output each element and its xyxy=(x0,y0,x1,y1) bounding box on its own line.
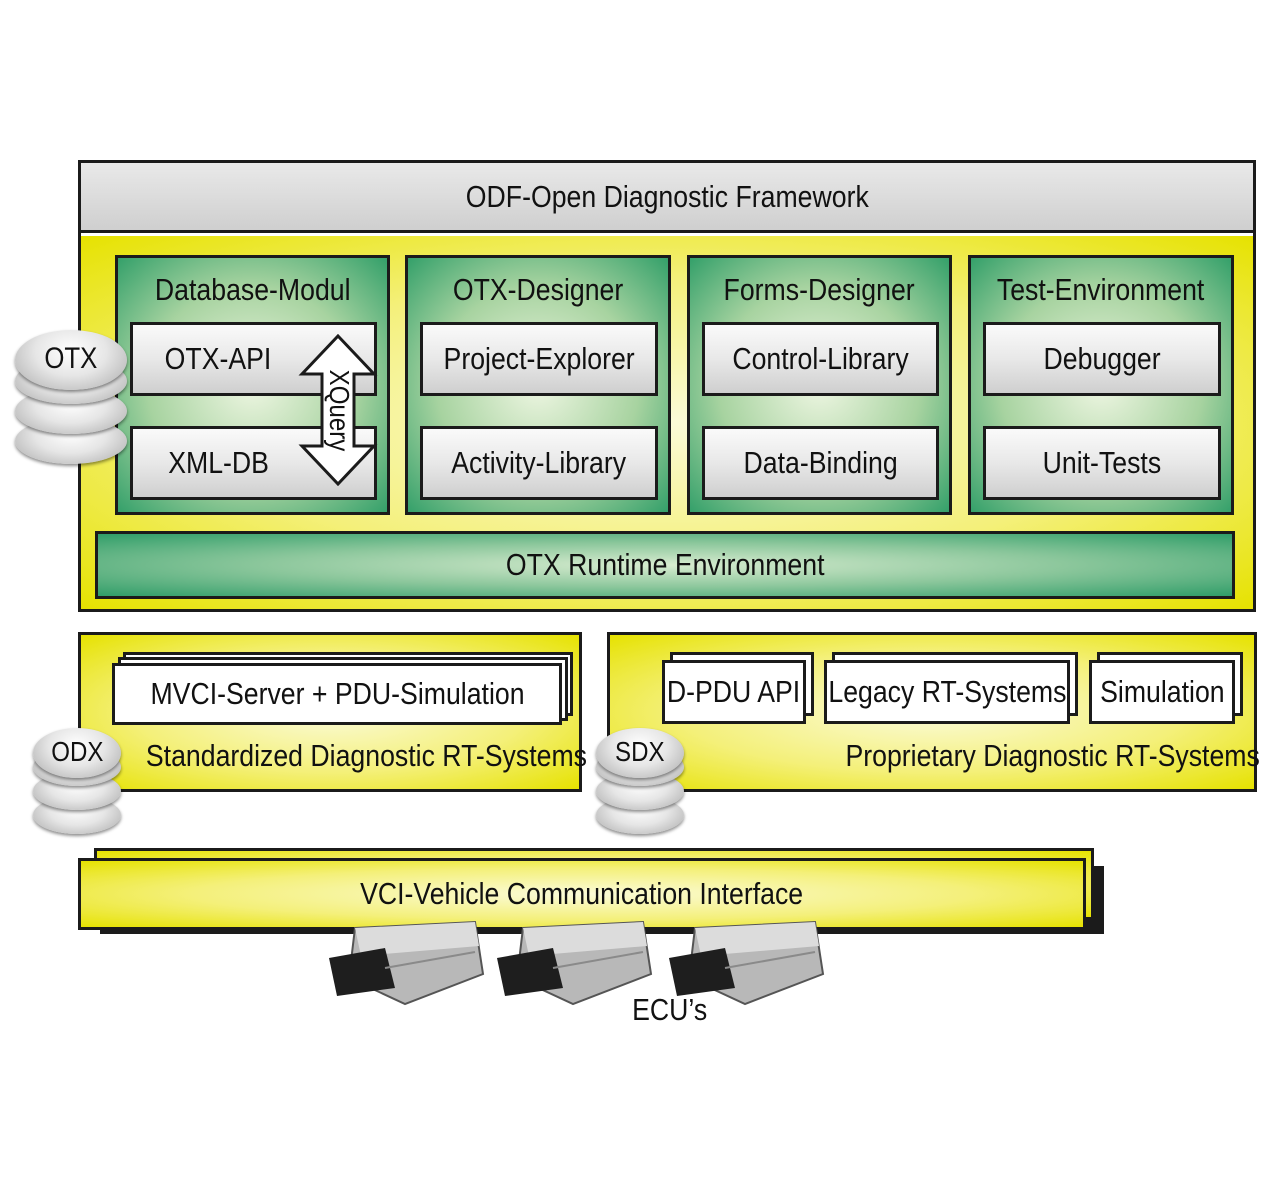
module-forms-designer: Forms-Designer Control-Library Data-Bind… xyxy=(687,255,952,515)
proprietary-label-wrap: Proprietary Diagnostic RT-Systems xyxy=(760,738,1260,774)
data-binding-box: Data-Binding xyxy=(702,426,939,500)
ecu-icon xyxy=(497,920,653,1006)
ecus-label-wrap: ECU’s xyxy=(590,992,750,1028)
proprietary-box-label: D-PDU API xyxy=(667,674,801,709)
legacy-rt-box: Legacy RT-Systems xyxy=(824,660,1070,724)
odf-header: ODF-Open Diagnostic Framework xyxy=(81,163,1253,233)
proprietary-label: Proprietary Diagnostic RT-Systems xyxy=(845,738,1260,773)
xquery-arrow-icon xyxy=(298,334,378,486)
module-database: Database-Modul OTX-API XML-DB XQuery xyxy=(115,255,390,515)
vci-label: VCI-Vehicle Communication Interface xyxy=(360,876,804,911)
module-test-environment: Test-Environment Debugger Unit-Tests xyxy=(968,255,1234,515)
sdx-database-label: SDX xyxy=(615,736,665,767)
otx-database-label: OTX xyxy=(44,342,98,375)
project-explorer-box: Project-Explorer xyxy=(420,322,658,396)
otx-database-icon: OTX xyxy=(15,330,127,470)
control-library-box: Control-Library xyxy=(702,322,939,396)
module-item: XML-DB xyxy=(168,445,269,480)
module-title: Database-Modul xyxy=(154,272,351,307)
module-item: Unit-Tests xyxy=(1042,445,1162,480)
ecus-label: ECU’s xyxy=(632,992,708,1027)
runtime-bar: OTX Runtime Environment xyxy=(95,531,1235,599)
dpdu-api-box: D-PDU API xyxy=(662,660,806,724)
proprietary-box-label: Simulation xyxy=(1099,674,1225,709)
runtime-label: OTX Runtime Environment xyxy=(505,547,825,582)
sdx-database-icon: SDX xyxy=(596,728,684,840)
proprietary-box-label: Legacy RT-Systems xyxy=(827,674,1067,709)
module-title: OTX-Designer xyxy=(452,272,624,307)
module-item: OTX-API xyxy=(165,341,272,376)
module-item: Control-Library xyxy=(732,341,909,376)
module-item: Data-Binding xyxy=(743,445,898,480)
mvci-server-box: MVCI-Server + PDU-Simulation xyxy=(112,663,562,725)
module-title: Forms-Designer xyxy=(723,272,916,307)
standardized-label: Standardized Diagnostic RT-Systems xyxy=(145,738,587,773)
simulation-box: Simulation xyxy=(1089,660,1235,724)
ecu-icon xyxy=(669,920,825,1006)
xquery-label: XQuery xyxy=(324,369,355,451)
odx-database-label: ODX xyxy=(50,736,104,767)
module-item: Activity-Library xyxy=(451,445,627,480)
odf-title: ODF-Open Diagnostic Framework xyxy=(465,178,869,214)
module-item: Project-Explorer xyxy=(443,341,635,376)
module-otx-designer: OTX-Designer Project-Explorer Activity-L… xyxy=(405,255,671,515)
standardized-label-wrap: Standardized Diagnostic RT-Systems xyxy=(110,738,587,774)
ecu-icon xyxy=(329,920,485,1006)
unit-tests-box: Unit-Tests xyxy=(983,426,1221,500)
module-item: Debugger xyxy=(1043,341,1161,376)
mvci-server-label: MVCI-Server + PDU-Simulation xyxy=(149,676,525,711)
odx-database-icon: ODX xyxy=(33,728,121,840)
activity-library-box: Activity-Library xyxy=(420,426,658,500)
debugger-box: Debugger xyxy=(983,322,1221,396)
vci-bar: VCI-Vehicle Communication Interface xyxy=(78,858,1086,930)
module-title: Test-Environment xyxy=(997,272,1205,307)
